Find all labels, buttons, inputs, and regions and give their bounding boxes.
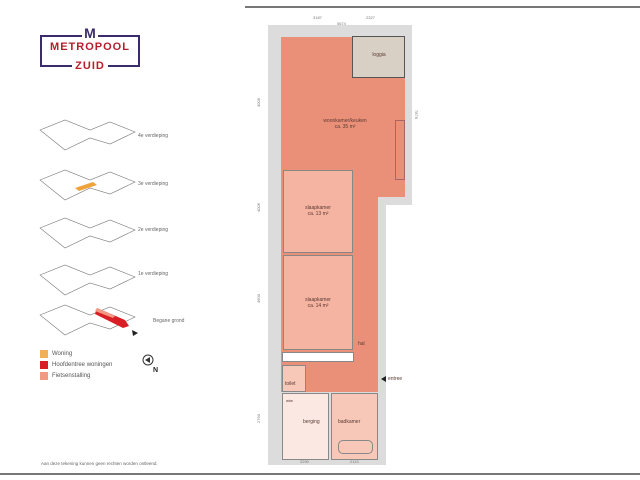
legend-label: Fietsenstalling xyxy=(52,373,91,379)
room-area: ca. 14 m² xyxy=(307,303,329,309)
entree-label: entree xyxy=(388,376,403,382)
legend-item-woning: Woning xyxy=(40,350,112,358)
room-loggia xyxy=(352,36,405,78)
legend-item-fietsenstalling: Fietsenstalling xyxy=(40,372,112,380)
isometric-floors-diagram xyxy=(39,119,138,336)
bathtub xyxy=(338,440,373,454)
label-berging: berging xyxy=(303,419,320,425)
floor-label-4: 4e verdieping xyxy=(138,133,169,139)
kitchen-counter xyxy=(395,120,405,180)
disclaimer: Aan deze tekening kunnen geen rechten wo… xyxy=(41,461,158,466)
svg-text:N: N xyxy=(153,367,158,374)
room-name: slaapkamer xyxy=(305,205,331,211)
dim-left-1: 4006 xyxy=(255,98,261,107)
top-rule xyxy=(245,6,640,8)
logo-line1: METROPOOL xyxy=(50,41,130,53)
label-badkamer: badkamer xyxy=(338,419,361,425)
dim-top-right: 2327 xyxy=(366,15,375,20)
metropool-zuid-logo: M METROPOOL ZUID xyxy=(40,26,140,72)
entree-marker: entree xyxy=(381,376,402,382)
legend-swatch xyxy=(40,361,48,369)
dim-left-2: 4006 xyxy=(255,203,261,212)
dim-left-4: 2790 xyxy=(255,414,261,423)
legend-swatch xyxy=(40,350,48,358)
dim-top-left: 3187 xyxy=(313,15,322,20)
legend: Woning Hoofdentree woningen Fietsenstall… xyxy=(40,350,112,380)
room-toilet xyxy=(282,365,306,392)
room-slaapkamer-1 xyxy=(283,170,353,253)
room-area: ca. 13 m² xyxy=(307,211,329,217)
floor-label-3: 3e verdieping xyxy=(138,181,169,187)
legend-label: Hoofdentree woningen xyxy=(52,362,113,368)
dim-bottom-right: 2113 xyxy=(350,459,359,464)
logo-letter: M xyxy=(82,26,98,40)
north-compass-icon: N xyxy=(142,354,158,374)
room-name: slaapkamer xyxy=(305,297,331,303)
room-berging xyxy=(282,393,329,460)
room-area: ca. 35 m² xyxy=(334,124,356,130)
bottom-rule xyxy=(0,473,640,475)
legend-swatch xyxy=(40,372,48,380)
label-hal: hal xyxy=(358,341,365,347)
closet xyxy=(282,352,354,362)
dim-right: 7876 xyxy=(413,110,419,119)
label-loggia: loggia xyxy=(372,52,386,58)
label-wtw: wtw xyxy=(286,398,293,403)
entrance-arrow-icon xyxy=(381,376,386,382)
room-name: woonkamer/keuken xyxy=(323,118,367,124)
label-toilet: toilet xyxy=(285,381,296,387)
floor-label-2: 2e verdieping xyxy=(138,227,169,233)
legend-item-hoofdentree: Hoofdentree woningen xyxy=(40,361,112,369)
dim-top-total: 5674 xyxy=(337,21,346,26)
dim-bottom-left: 2290 xyxy=(300,459,309,464)
legend-label: Woning xyxy=(52,351,73,357)
floor-label-ground: Begane grond xyxy=(153,318,185,324)
floor-label-1: 1e verdieping xyxy=(138,271,169,277)
dim-left-3: 4600 xyxy=(255,294,261,303)
logo-line2: ZUID xyxy=(72,60,108,72)
room-slaapkamer-2 xyxy=(283,255,353,350)
